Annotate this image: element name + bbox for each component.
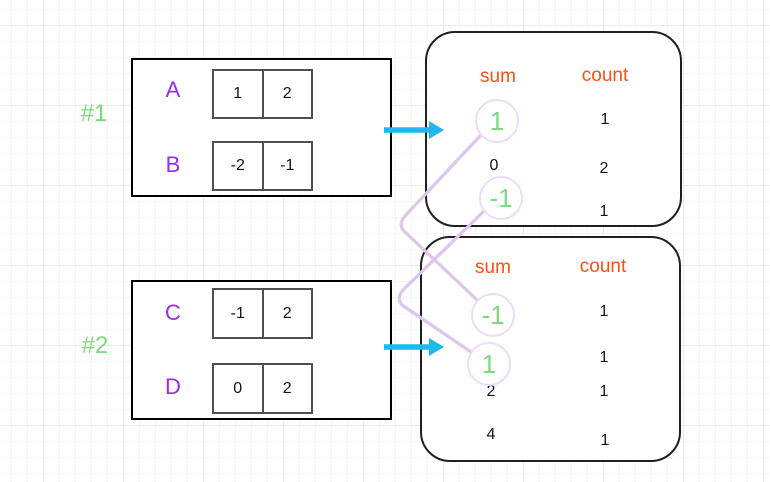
- array-d-cells: 0 2: [212, 363, 313, 414]
- highlighted-sum-value: -1: [471, 293, 515, 337]
- array-label-a: A: [165, 77, 181, 102]
- count-value: 2: [599, 160, 609, 177]
- count-column-header: count: [581, 65, 629, 86]
- count-value: 1: [600, 432, 610, 449]
- highlighted-sum-value: 1: [475, 99, 519, 143]
- count-column-header: count: [579, 256, 627, 277]
- group-2-sum-table: sum count -1 1 1 1 2 1 4 1: [420, 236, 681, 462]
- array-cell: -1: [214, 290, 262, 337]
- array-label-d: D: [165, 374, 181, 399]
- array-cell: 2: [261, 365, 311, 412]
- sum-value: 0: [489, 157, 499, 174]
- group-1-label: #1: [80, 100, 108, 127]
- count-value: 1: [600, 111, 610, 128]
- highlighted-sum-value: -1: [479, 176, 523, 220]
- array-cell: -2: [214, 143, 262, 189]
- array-cell: 0: [214, 365, 262, 412]
- sum-value: 2: [486, 383, 496, 400]
- count-value: 1: [599, 203, 609, 220]
- array-cell: -1: [261, 143, 311, 189]
- array-c-cells: -1 2: [212, 288, 313, 339]
- count-value: 1: [599, 303, 609, 320]
- array-label-b: B: [165, 152, 181, 177]
- highlighted-sum-value: 1: [467, 342, 511, 386]
- group-2-label: #2: [81, 332, 109, 359]
- count-value: 1: [599, 349, 609, 366]
- array-a-cells: 1 2: [212, 69, 313, 119]
- sum-column-header: sum: [480, 66, 516, 87]
- group-1-sum-table: sum count 1 1 0 2 -1 1: [425, 31, 682, 227]
- count-value: 1: [599, 383, 609, 400]
- array-cell: 2: [261, 71, 311, 117]
- array-cell: 1: [214, 71, 262, 117]
- array-label-c: C: [165, 300, 181, 325]
- sum-value: 4: [486, 426, 496, 443]
- sum-column-header: sum: [475, 257, 511, 278]
- array-cell: 2: [261, 290, 311, 337]
- array-b-cells: -2 -1: [212, 141, 313, 191]
